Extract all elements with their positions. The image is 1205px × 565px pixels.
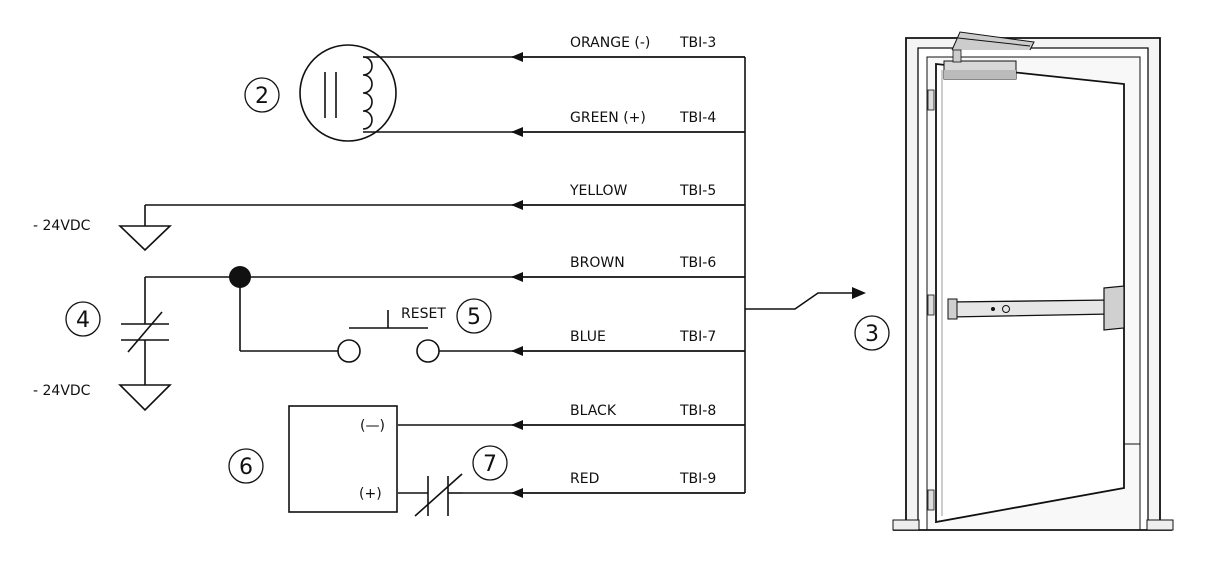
callout-number: 2 xyxy=(255,84,269,109)
callouts: 1 2 3 4 5 6 7 xyxy=(65,77,1038,484)
wire-color-label: RED xyxy=(570,471,599,487)
supply-label: - 24VDC xyxy=(33,218,91,234)
switch-icon xyxy=(121,277,169,385)
wire-color-label: YELLOW xyxy=(569,183,628,199)
wire-color-label: BLACK xyxy=(570,403,617,419)
callout-circle xyxy=(228,448,264,484)
callout-number: 3 xyxy=(865,322,879,347)
wire-labels: ORANGE (-) TBI-3 GREEN (+) TBI-4 YELLOW … xyxy=(569,35,716,487)
callout-number: 5 xyxy=(467,305,481,330)
coil-icon xyxy=(299,44,397,142)
wire-terminal-label: TBI-7 xyxy=(679,329,716,345)
door-icon xyxy=(892,31,1174,531)
callout-circle xyxy=(65,301,101,337)
device-box xyxy=(288,405,398,513)
wires xyxy=(145,52,745,498)
wire-terminal-label: TBI-9 xyxy=(679,471,716,487)
wire-terminal-label: TBI-3 xyxy=(679,35,716,51)
contact-icon xyxy=(398,473,463,517)
callout-number: 7 xyxy=(483,452,497,477)
reset-label: RESET xyxy=(401,306,446,322)
wire-terminal-label: TBI-5 xyxy=(679,183,716,199)
callout-circle xyxy=(472,445,508,481)
polarity-plus: (+) xyxy=(359,486,382,502)
ground-icon xyxy=(118,384,172,412)
callout-number: 4 xyxy=(76,308,90,333)
callout-number: 6 xyxy=(239,455,253,480)
wire-color-label: ORANGE (-) xyxy=(570,35,650,51)
wire-terminal-label: TBI-4 xyxy=(679,110,716,126)
wire-terminal-label: TBI-6 xyxy=(679,255,716,271)
polarity-minus: (—) xyxy=(360,418,385,434)
signal-arrow xyxy=(745,287,866,310)
wire-color-label: GREEN (+) xyxy=(570,110,646,126)
supply-label: - 24VDC xyxy=(33,383,91,399)
wire-color-label: BLUE xyxy=(570,329,606,345)
pushbutton-icon xyxy=(337,310,440,363)
wire-color-label: BROWN xyxy=(570,255,625,271)
ground-icon xyxy=(118,205,172,252)
wire-terminal-label: TBI-8 xyxy=(679,403,716,419)
callout-circle xyxy=(854,315,890,351)
callout-circle xyxy=(456,298,492,334)
callout-circle xyxy=(244,77,280,113)
